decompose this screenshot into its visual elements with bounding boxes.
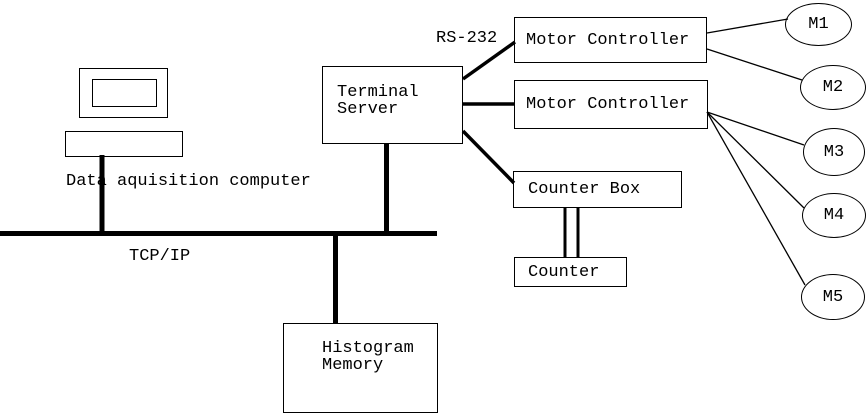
computer-keyboard-icon (65, 131, 183, 157)
motor-m2-node: M2 (800, 65, 866, 110)
wire-motor-controller-2-to-m4 (706, 111, 805, 209)
counter-box-label: Counter Box (528, 180, 641, 199)
motor-m1-node: M1 (785, 3, 852, 46)
histogram-memory-label-line2: Memory (322, 356, 384, 375)
motor-controller-1-node: Motor Controller (514, 17, 707, 63)
computer-screen-icon (92, 79, 157, 107)
motor-controller-2-node: Motor Controller (514, 80, 708, 129)
wire-motor-controller-1-to-m2 (706, 48, 803, 81)
wire-motor-controller-1-to-m1 (706, 18, 789, 34)
tcp-ip-bus-label: TCP/IP (129, 247, 191, 266)
motor-m3-label: M3 (823, 142, 845, 162)
wire-terminal-server-to-counter-box (461, 129, 516, 185)
motor-m2-label: M2 (822, 78, 844, 97)
wire-motor-controller-2-to-m5 (706, 111, 806, 286)
motor-m4-label: M4 (823, 206, 845, 225)
motor-m5-node: M5 (801, 274, 865, 320)
counter-node: Counter (514, 257, 627, 287)
histogram-memory-node: Histogram Memory (283, 323, 438, 413)
motor-m3-node: M3 (803, 128, 865, 176)
data-acquisition-computer-label: Data aquisition computer (66, 172, 311, 191)
terminal-server-node: Terminal Server (322, 66, 463, 144)
motor-m5-label: M5 (822, 287, 844, 307)
motor-m4-node: M4 (802, 193, 866, 238)
histogram-memory-label-line1: Histogram (322, 339, 414, 358)
counter-box-node: Counter Box (513, 171, 682, 208)
counter-label: Counter (528, 262, 600, 282)
motor-controller-2-label: Motor Controller (526, 95, 690, 114)
motor-m1-label: M1 (808, 15, 829, 34)
terminal-server-label-line2: Server (337, 100, 399, 119)
rs-232-label: RS-232 (436, 29, 498, 48)
motor-controller-1-label: Motor Controller (526, 30, 690, 50)
wire-motor-controller-2-to-m3 (706, 111, 805, 146)
terminal-server-label-line1: Terminal (337, 83, 419, 102)
